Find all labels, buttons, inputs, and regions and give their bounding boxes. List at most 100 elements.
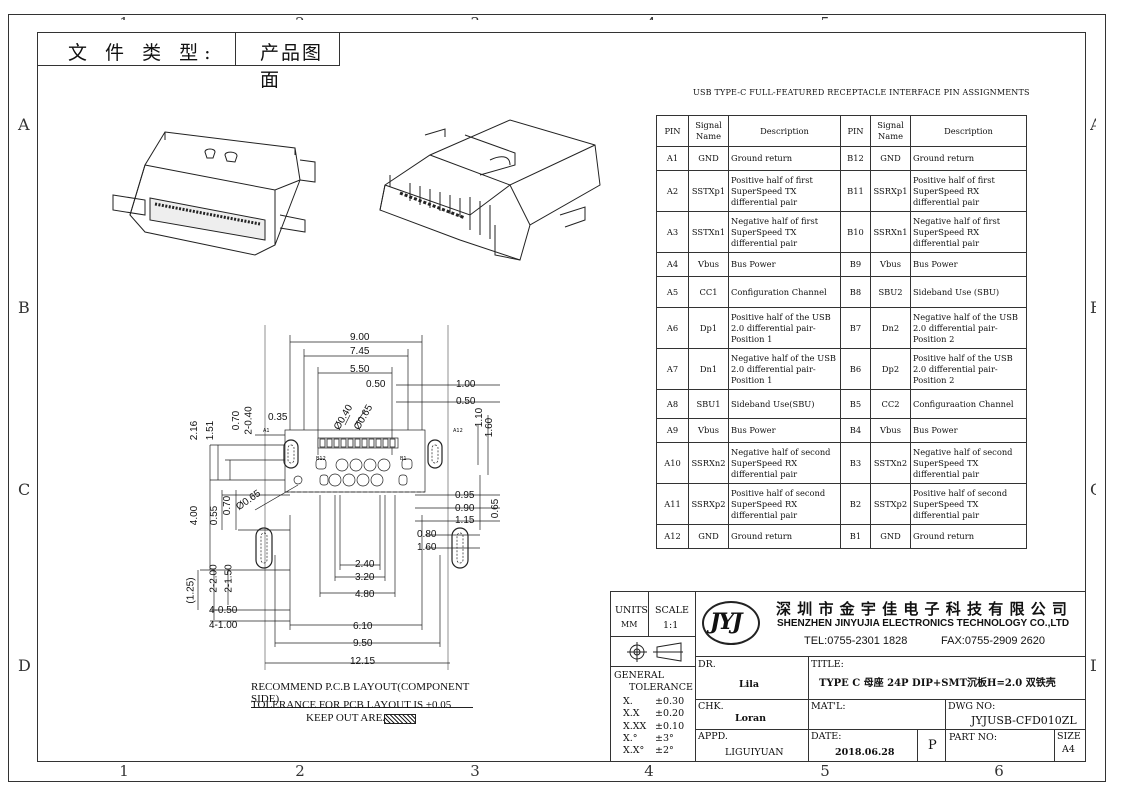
dim-top-1-00: 1.00 <box>456 379 476 390</box>
general-tolerance-label-1: GENERAL <box>614 670 665 681</box>
header-signal-b: Signal Name <box>870 115 911 147</box>
description-cell: Negative half of the USB 2.0 differentia… <box>910 307 1027 349</box>
dim-right-1-15: 1.15 <box>455 515 475 526</box>
dim-left-2-16: 2.16 <box>189 420 201 441</box>
pin-cell: B6 <box>840 348 871 390</box>
zone-col-1: 1 <box>119 762 129 780</box>
signal-cell: Dp1 <box>688 307 729 349</box>
pin-mark-a1: A1 <box>263 428 270 434</box>
zone-col-top-3: 3 <box>465 14 485 20</box>
part-no-label: PART NO: <box>949 732 998 743</box>
pin-cell: B5 <box>840 389 871 419</box>
date-label: DATE: <box>811 731 842 742</box>
zone-col-6: 6 <box>994 762 1004 780</box>
dim-bottom-12-15: 12.15 <box>350 656 376 667</box>
description-cell: Negative half of second SuperSpeed RX di… <box>728 442 841 484</box>
tol-val: ±0.20 <box>655 708 685 719</box>
tol-val: ±0.10 <box>655 721 685 732</box>
dim-left-2-2-00: 2-2.00 <box>208 564 220 593</box>
description-cell: Negative half of second SuperSpeed TX di… <box>910 442 1027 484</box>
zone-row-b-right: B <box>1090 298 1096 317</box>
title-label: TITLE: <box>811 659 844 670</box>
description-cell: Sideband Use(SBU) <box>728 389 841 419</box>
scale-label: SCALE <box>655 605 689 616</box>
signal-cell: GND <box>870 146 911 171</box>
pin-cell: A6 <box>656 307 689 349</box>
signal-cell: Dn2 <box>870 307 911 349</box>
company-name-en: SHENZHEN JINYUJIA ELECTRONICS TECHNOLOGY… <box>777 618 1070 629</box>
pcb-layout-title: RECOMMEND P.C.B LAYOUT(COMPONENT SIDE) <box>251 681 473 708</box>
description-cell: Sideband Use (SBU) <box>910 276 1027 308</box>
dim-bottom-9-50: 9.50 <box>353 638 373 649</box>
dim-left-1-25: (1.25) <box>185 577 197 604</box>
dim-left-2-0-40: 2-0.40 <box>243 406 255 435</box>
zone-row-c-right: C <box>1090 480 1096 499</box>
description-cell: Positive half of second SuperSpeed RX di… <box>728 483 841 525</box>
description-cell: Positive half of first SuperSpeed TX dif… <box>728 170 841 212</box>
zone-row-d-right: D <box>1090 656 1096 675</box>
description-cell: Bus Power <box>728 418 841 443</box>
checked-by-label: CHK. <box>698 701 724 712</box>
description-cell: Positive half of the USB 2.0 differentia… <box>728 307 841 349</box>
pcb-tolerance-note: TOLERANCE FOR PCB LAYOUT IS ±0.05 <box>251 699 452 711</box>
pin-cell: B11 <box>840 170 871 212</box>
zone-row-a-right: A <box>1090 115 1096 134</box>
tol-key: X. <box>623 696 633 707</box>
dim-left-1-51: 1.51 <box>205 420 217 441</box>
dim-left-4-00: 4.00 <box>189 505 201 526</box>
dim-top-5-50: 5.50 <box>350 364 370 375</box>
company-tel: TEL:0755-2301 1828 <box>804 635 908 647</box>
description-cell: Bus Power <box>728 252 841 277</box>
projection-symbol-icon <box>627 642 683 662</box>
dim-right-1-60: 1.60 <box>484 417 496 438</box>
zone-col-top-1: 1 <box>114 14 134 20</box>
pin-cell: A3 <box>656 211 689 253</box>
signal-cell: SSRXn1 <box>870 211 911 253</box>
dim-bottom-4-80: 4.80 <box>355 589 375 600</box>
drawing-title: TYPE C 母座 24P DIP+SMT沉板H=2.0 双铁壳 <box>819 678 1056 689</box>
dwg-no-value: JYJUSB-CFD010ZL <box>971 714 1077 727</box>
header-pin-b: PIN <box>840 115 871 147</box>
size-value: A4 <box>1062 744 1075 755</box>
approved-by-value: LIGUIYUAN <box>725 747 784 758</box>
keepout-label: KEEP OUT AREA <box>306 712 391 724</box>
dim-top-7-45: 7.45 <box>350 346 370 357</box>
size-label: SIZE <box>1057 731 1081 742</box>
material-label: MAT'L: <box>811 701 846 712</box>
header-description-b: Description <box>910 115 1027 147</box>
description-cell: Configuraation Channel <box>910 389 1027 419</box>
dim-right-1-60b: 1.60 <box>417 542 437 553</box>
units-value: MM <box>621 620 638 629</box>
approved-by-label: APPD. <box>698 731 728 742</box>
signal-cell: SBU1 <box>688 389 729 419</box>
zone-col-top-2: 2 <box>290 14 310 20</box>
pin-cell: A12 <box>656 524 689 549</box>
document-type-label: 文 件 类 型: <box>68 42 217 64</box>
pin-table-header: PIN Signal Name Description PIN Signal N… <box>656 115 1027 147</box>
header-signal: Signal Name <box>688 115 729 147</box>
signal-cell: Vbus <box>688 252 729 277</box>
signal-cell: CC1 <box>688 276 729 308</box>
tol-key: X.° <box>623 733 638 744</box>
zone-col-3: 3 <box>470 762 480 780</box>
pin-cell: A11 <box>656 483 689 525</box>
drawing-border-outer <box>8 14 1106 782</box>
pin-cell: A8 <box>656 389 689 419</box>
keepout-hatch-swatch <box>384 714 416 724</box>
dim-left-4-0-50: 4-0.50 <box>209 605 238 616</box>
dim-left-0-55: 0.55 <box>209 505 221 526</box>
zone-col-top-5: 5 <box>815 14 835 20</box>
pin-assignment-table: PIN Signal Name Description PIN Signal N… <box>656 115 1027 549</box>
pin-cell: A7 <box>656 348 689 390</box>
pin-cell: B12 <box>840 146 871 171</box>
signal-cell: Vbus <box>870 418 911 443</box>
dim-right-0-90: 0.90 <box>455 503 475 514</box>
pin-cell: B8 <box>840 276 871 308</box>
signal-cell: SSTXp2 <box>870 483 911 525</box>
scale-value: 1:1 <box>663 620 679 631</box>
signal-cell: SSTXp1 <box>688 170 729 212</box>
